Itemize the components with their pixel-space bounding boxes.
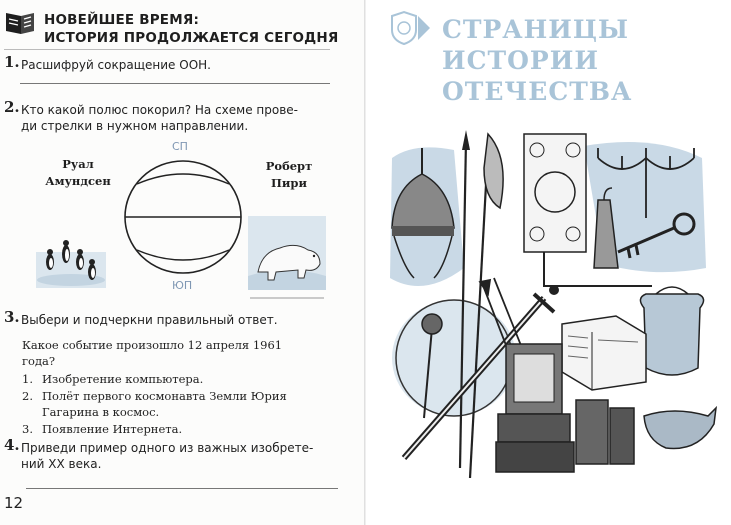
history-artifacts-illustration bbox=[390, 130, 718, 479]
bowl bbox=[643, 405, 718, 450]
amundsen-label: Руал Амундсен bbox=[38, 156, 118, 190]
peary-last-name: Пири bbox=[271, 176, 307, 190]
chapter-title-line1: СТРАНИЦЫ bbox=[442, 15, 630, 44]
task-3-text: Выбери и подчеркни правильный ответ. bbox=[21, 313, 278, 327]
option-3-number: 3. bbox=[22, 422, 33, 436]
mace bbox=[421, 313, 443, 419]
task-4: 4. Приведи пример одного из важных изобр… bbox=[4, 436, 334, 472]
task-2-text-line1: Кто какой полюс покорил? На схеме прове- bbox=[21, 103, 299, 117]
amundsen-last-name: Амундсен bbox=[45, 174, 111, 188]
question-text: Какое событие произошло 12 апреля 1961 г… bbox=[22, 337, 337, 369]
question-line1: Какое событие произошло 12 апреля 1961 bbox=[22, 338, 283, 352]
header-divider bbox=[4, 49, 330, 50]
task-3-number: 3. bbox=[4, 308, 20, 326]
key bbox=[617, 212, 696, 259]
option-1-text: Изобретение компьютера. bbox=[42, 372, 204, 386]
polar-bear-illustration bbox=[248, 216, 326, 299]
sword bbox=[401, 285, 559, 460]
task-1: 1. Расшифруй сокращение ООН. bbox=[4, 53, 334, 73]
south-pole-label: ЮП bbox=[172, 279, 193, 292]
option-2-text-line1: Полёт первого космонавта Земли Юрия bbox=[42, 389, 287, 403]
peary-first-name: Роберт bbox=[265, 159, 313, 173]
chapter-title: СТРАНИЦЫ ИСТОРИИ ОТЕЧЕСТВА bbox=[442, 14, 632, 107]
page-number: 12 bbox=[4, 494, 24, 512]
task-4-text-line1: Приведи пример одного из важных изобрете… bbox=[21, 441, 314, 455]
folding-icon bbox=[523, 133, 652, 287]
task-1-text: Расшифруй сокращение ООН. bbox=[21, 58, 211, 72]
helmet bbox=[391, 148, 455, 279]
left-page: НОВЕЙШЕЕ ВРЕМЯ: ИСТОРИЯ ПРОДОЛЖАЕТСЯ СЕГ… bbox=[4, 11, 339, 512]
chapter-shield-icon bbox=[391, 10, 430, 46]
globe-arc-top bbox=[136, 173, 230, 185]
option-3-text: Появление Интернета. bbox=[42, 422, 183, 436]
peary-label: Роберт Пири bbox=[254, 158, 324, 192]
chapter-title-line2: ИСТОРИИ bbox=[442, 46, 599, 75]
section-title: НОВЕЙШЕЕ ВРЕМЯ: ИСТОРИЯ ПРОДОЛЖАЕТСЯ СЕГ… bbox=[44, 11, 339, 47]
book-stack bbox=[495, 343, 635, 473]
task-1-number: 1. bbox=[4, 53, 20, 71]
folded-umbrella bbox=[593, 187, 619, 269]
task-3: 3. Выбери и подчеркни правильный ответ. bbox=[4, 308, 334, 328]
answer-option-2[interactable]: 2. Полёт первого космонавта Земли Юрия Г… bbox=[22, 388, 337, 420]
option-1-number: 1. bbox=[22, 372, 33, 386]
clay-jar bbox=[639, 286, 705, 376]
option-2-number: 2. bbox=[22, 389, 33, 403]
task-4-number: 4. bbox=[4, 436, 20, 454]
answer-option-3[interactable]: 3. Появление Интернета. bbox=[22, 421, 337, 437]
section-title-line1: НОВЕЙШЕЕ ВРЕМЯ: bbox=[44, 12, 200, 28]
amundsen-first-name: Руал bbox=[62, 157, 94, 171]
task-4-text-line2: ний XX века. bbox=[21, 457, 102, 471]
answer-option-1[interactable]: 1. Изобретение компьютера. bbox=[22, 371, 337, 387]
book-icon bbox=[6, 13, 34, 34]
task-2-text-line2: ди стрелки в нужном направлении. bbox=[21, 119, 249, 133]
chapter-title-line3: ОТЕЧЕСТВА bbox=[442, 77, 633, 106]
candelabrum bbox=[597, 148, 695, 218]
battle-axe bbox=[468, 132, 504, 479]
globe-diagram[interactable] bbox=[120, 158, 246, 276]
question-line2: года? bbox=[22, 354, 56, 368]
spear bbox=[458, 130, 470, 469]
task-2: 2. Кто какой полюс покорил? На схеме про… bbox=[4, 98, 334, 134]
answer-line bbox=[20, 83, 330, 84]
globe-arc-bottom bbox=[136, 249, 230, 261]
north-pole-label: СП bbox=[172, 140, 188, 153]
open-book bbox=[561, 315, 647, 391]
option-2-text-line2: Гагарина в космос. bbox=[42, 405, 160, 419]
penguins-illustration bbox=[36, 240, 106, 288]
section-title-line2: ИСТОРИЯ ПРОДОЛЖАЕТСЯ СЕГОДНЯ bbox=[44, 30, 339, 46]
answer-line bbox=[26, 488, 338, 489]
task-2-number: 2. bbox=[4, 98, 20, 116]
